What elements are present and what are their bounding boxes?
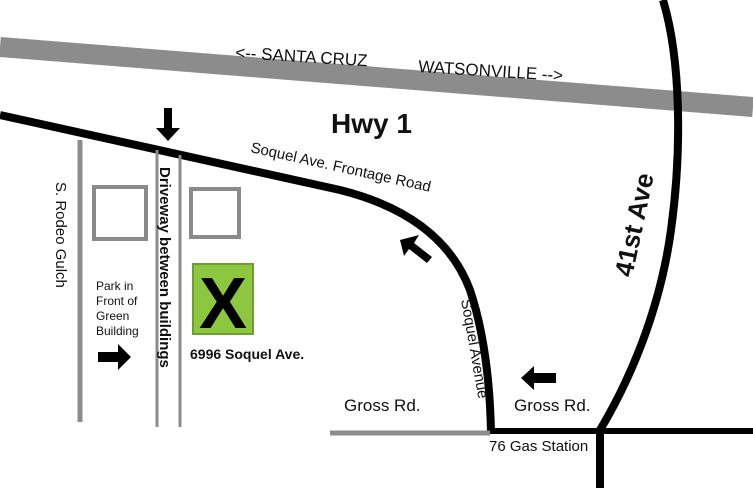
park-note-line: Park in [96, 279, 133, 293]
park-note: Park in Front of Green Building [96, 279, 139, 338]
arrow-down-icon [156, 108, 180, 141]
building-left [92, 185, 148, 241]
destination-mark: X [199, 264, 247, 344]
arrow-left-icon [521, 366, 556, 390]
gross-rd-east-label: Gross Rd. [514, 396, 591, 415]
41st-ave-label: 41st Ave [609, 170, 660, 279]
soquel-frontage-road [0, 111, 495, 433]
destination-building: X [192, 263, 254, 344]
hwy-1-road [0, 37, 753, 117]
address-label: 6996 Soquel Ave. [190, 346, 304, 362]
s-rodeo-gulch-label: S. Rodeo Gulch [52, 182, 69, 288]
park-note-line: Building [96, 324, 139, 338]
building-right [189, 187, 241, 239]
41st-ave-road [596, 0, 683, 488]
arrow-right-icon [98, 344, 131, 370]
driveway-label: Driveway between buildings [156, 167, 173, 368]
park-note-line: Green [96, 309, 129, 323]
arrow-up-left-icon [400, 235, 432, 263]
gas-station-label: 76 Gas Station [489, 438, 588, 455]
park-note-line: Front of [96, 294, 138, 308]
gross-rd-west-label: Gross Rd. [344, 396, 421, 415]
hwy-1-label: Hwy 1 [331, 108, 412, 139]
